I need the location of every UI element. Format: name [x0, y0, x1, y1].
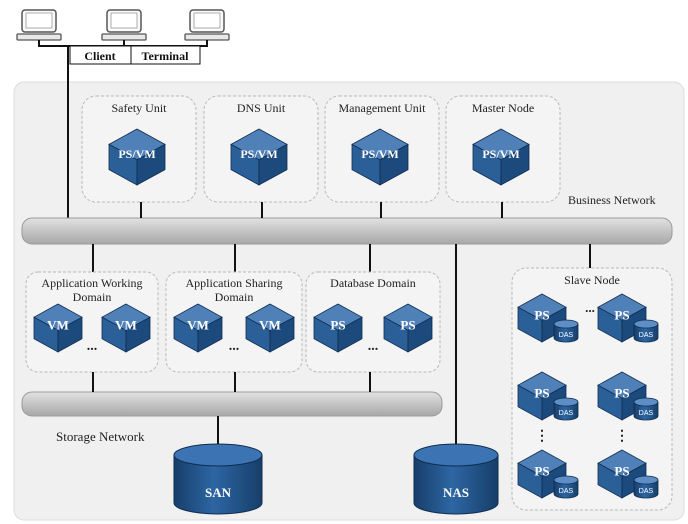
computer-icon [184, 9, 230, 41]
computer-icon [16, 9, 62, 41]
node-label: PS [400, 317, 415, 332]
san-label: SAN [205, 485, 232, 500]
node-cube: VM [101, 303, 151, 353]
nas-label: NAS [443, 485, 469, 500]
das-label: DAS [559, 488, 574, 495]
node-cube: PS [313, 303, 363, 353]
ellipsis: ... [368, 339, 379, 354]
unit-title: Master Node [472, 101, 534, 115]
das-disk-icon: DAS [633, 397, 659, 421]
node-cube: VM [33, 303, 83, 353]
node-label: PS [534, 385, 549, 400]
nas-storage: NAS [413, 443, 499, 515]
storage-network-bar [21, 391, 443, 417]
node-cube: PS/VM [351, 128, 409, 186]
node-label: PS [614, 463, 629, 478]
ellipsis: ... [229, 339, 240, 354]
terminal-label: Terminal [142, 49, 190, 63]
das-label: DAS [639, 410, 654, 417]
das-disk-icon: DAS [633, 475, 659, 499]
computer-icon [101, 9, 147, 41]
node-label: PS/VM [482, 147, 519, 161]
column-ellipsis: ⋮ [615, 429, 629, 444]
node-label: VM [115, 317, 137, 332]
das-label: DAS [559, 332, 574, 339]
node-cube: VM [173, 303, 223, 353]
business-network-label: Business Network [568, 193, 656, 207]
das-disk-icon: DAS [553, 397, 579, 421]
das-disk-icon: DAS [633, 319, 659, 343]
node-label: VM [187, 317, 209, 332]
node-label: PS/VM [240, 147, 277, 161]
node-cube: PS/VM [472, 128, 530, 186]
node-label: VM [47, 317, 69, 332]
client-label: Client [84, 49, 115, 63]
unit-title: DNS Unit [237, 101, 286, 115]
column-ellipsis: ⋮ [535, 429, 549, 444]
node-cube: PS [383, 303, 433, 353]
das-disk-icon: DAS [553, 475, 579, 499]
node-label: PS [614, 385, 629, 400]
node-label: PS/VM [118, 147, 155, 161]
domain-title: Database Domain [330, 276, 416, 290]
node-cube: PS/VM [230, 128, 288, 186]
node-label: PS/VM [361, 147, 398, 161]
ellipsis: ... [87, 339, 98, 354]
node-label: PS [534, 463, 549, 478]
storage-drop-lines [92, 372, 371, 448]
slave-node-title: Slave Node [564, 273, 620, 287]
unit-title: Safety Unit [112, 101, 168, 115]
slave-node-group: Slave Node PS DAS PS DAS PS DAS PS DAS PS DAS PS DA… [511, 267, 673, 511]
node-cube: VM [245, 303, 295, 353]
business-network-bar [21, 217, 673, 245]
node-cube: PS [597, 293, 647, 343]
node-label: PS [614, 307, 629, 322]
row-ellipsis: ... [585, 300, 595, 315]
node-label: PS [534, 307, 549, 322]
das-disk-icon: DAS [553, 319, 579, 343]
node-label: VM [259, 317, 281, 332]
node-cube: PS/VM [108, 128, 166, 186]
unit-title: Management Unit [339, 101, 427, 115]
node-label: PS [330, 317, 345, 332]
das-label: DAS [559, 410, 574, 417]
business-drop-lines [92, 202, 591, 455]
san-storage: SAN [173, 443, 263, 515]
das-label: DAS [639, 332, 654, 339]
storage-network-label: Storage Network [56, 429, 145, 444]
client-terminals: Client Terminal [16, 9, 230, 218]
das-label: DAS [639, 488, 654, 495]
